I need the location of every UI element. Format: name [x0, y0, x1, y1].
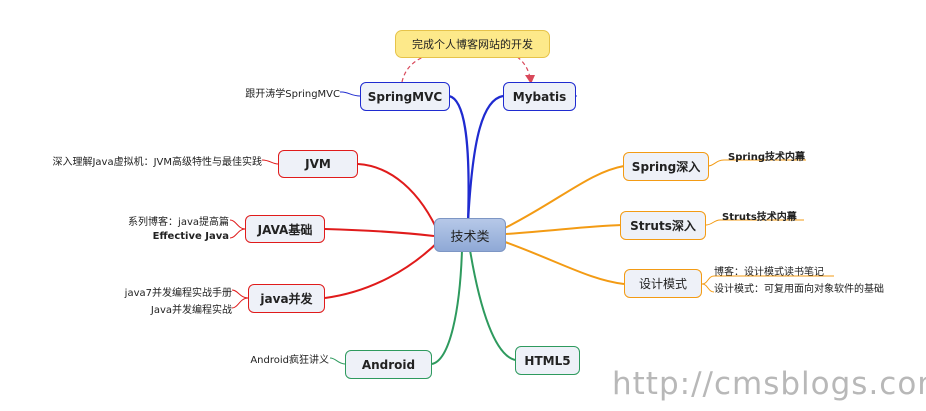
node-struts[interactable]: Struts深入: [620, 211, 706, 240]
leaf-java-concurrency-2[interactable]: Java并发编程实战: [150, 305, 232, 316]
watermark: http://cmsblogs.com/: [612, 366, 926, 402]
center-node[interactable]: 技术类: [434, 218, 506, 252]
leaf-java-concurrency-1[interactable]: java7并发编程实战手册: [124, 288, 232, 299]
connector-center-mybatis: [466, 94, 504, 223]
connector-center-design: [504, 241, 625, 285]
leaf-jvm[interactable]: 深入理解Java虚拟机：JVM高级特性与最佳实践: [52, 157, 262, 168]
node-design-patterns[interactable]: 设计模式: [624, 269, 702, 298]
leaf-spring[interactable]: Spring技术内幕: [728, 152, 805, 163]
connector-center-javabasic: [324, 228, 435, 237]
center-label: 技术类: [450, 229, 490, 245]
leaf-java-basic-1[interactable]: 系列博客：java提高篇: [128, 217, 229, 228]
connector-center-html5: [469, 249, 516, 361]
leaf-springmvc[interactable]: 跟开涛学SpringMVC: [245, 89, 340, 100]
node-spring[interactable]: Spring深入: [623, 152, 709, 181]
connector-center-jvm: [357, 163, 441, 237]
connector-center-struts: [505, 224, 623, 235]
node-jvm[interactable]: JVM: [278, 150, 358, 178]
node-android[interactable]: Android: [345, 350, 432, 379]
connector-center-javaconc: [324, 239, 441, 299]
connector-center-android: [431, 249, 463, 365]
node-java-basic[interactable]: JAVA基础: [245, 215, 325, 243]
leaf-design-patterns-2[interactable]: 设计模式：可复用面向对象软件的基础: [714, 284, 884, 295]
leaf-android[interactable]: Android疯狂讲义: [250, 355, 329, 366]
node-html5[interactable]: HTML5: [515, 346, 580, 375]
node-springmvc[interactable]: SpringMVC: [360, 82, 450, 111]
goal-label: 完成个人博客网站的开发: [412, 38, 533, 51]
leaf-design-patterns-1[interactable]: 博客：设计模式读书笔记: [714, 267, 824, 278]
connector-center-springmvc: [448, 94, 470, 223]
arrowhead-mybatis: [525, 75, 535, 84]
connector-center-spring: [504, 165, 625, 229]
node-java-concurrency[interactable]: java并发: [248, 284, 325, 313]
leaf-struts[interactable]: Struts技术内幕: [722, 212, 797, 223]
goal-node[interactable]: 完成个人博客网站的开发: [395, 30, 550, 58]
leaf-java-basic-2[interactable]: Effective Java: [152, 231, 229, 242]
node-mybatis[interactable]: Mybatis: [503, 82, 576, 111]
dashed-arrow-springmvc-goal: [401, 51, 441, 83]
